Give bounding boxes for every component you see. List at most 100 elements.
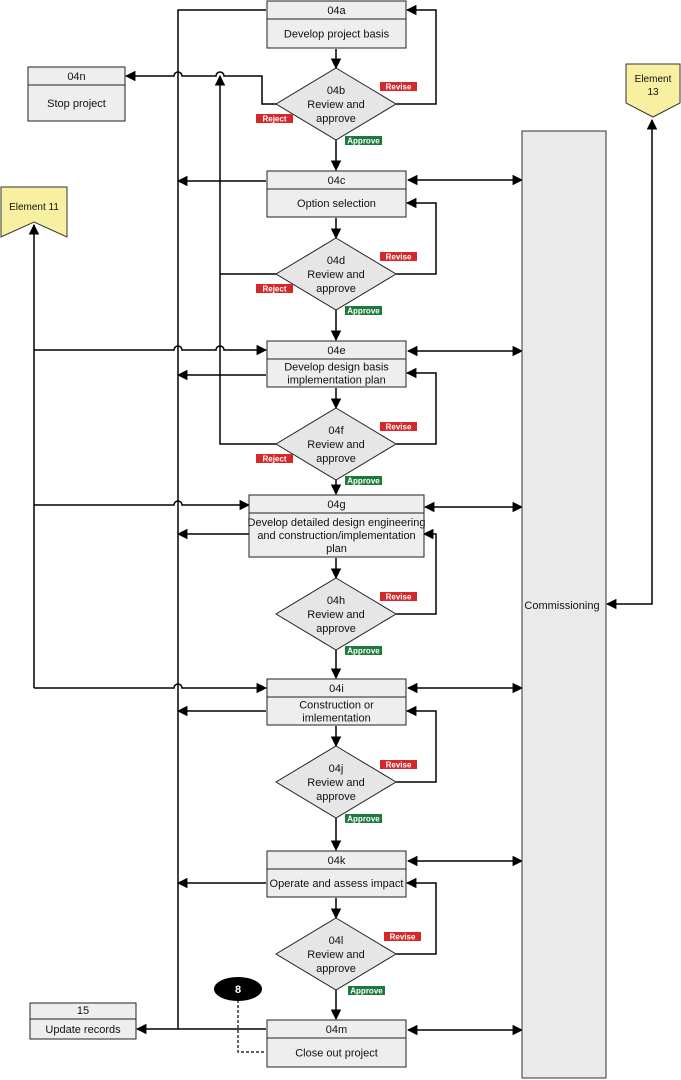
box-code-04a: 04a	[327, 5, 346, 17]
box-code-04e: 04e	[327, 345, 345, 357]
decision-code-04d: 04d	[327, 255, 345, 267]
reject-tag: Reject	[256, 454, 293, 464]
revise-tag-label: Revise	[386, 423, 412, 432]
approve-tag: Approve	[345, 306, 382, 316]
reject-tag: Reject	[256, 114, 293, 124]
box-label-04g-1: Develop detailed design engineering	[248, 517, 426, 529]
edge-left-trunk	[135, 9, 266, 1035]
box-label-04n-1: Stop project	[47, 98, 106, 110]
revise-tag-label: Revise	[386, 83, 412, 92]
box-label-04a-1: Develop project basis	[284, 29, 390, 41]
approve-tag: Approve	[345, 646, 382, 656]
decision-code-04h: 04h	[327, 595, 345, 607]
box-label-04m-1: Close out project	[295, 1048, 378, 1060]
decision-label-04l-1: Review and	[307, 949, 364, 961]
edge-connector-8	[237, 1000, 266, 1053]
box-code-04i: 04i	[329, 683, 344, 695]
decision-label-04d-1: Review and	[307, 269, 364, 281]
box-code-04g: 04g	[327, 499, 345, 511]
connector-8-label: 8	[235, 984, 241, 996]
approve-tag-label: Approve	[347, 137, 380, 146]
revise-tag: Revise	[384, 932, 421, 942]
box-label-04k-1: Operate and assess impact	[270, 878, 404, 890]
revise-tag-label: Revise	[386, 253, 412, 262]
edge-element11-04i	[34, 682, 268, 694]
element-13-label-line1: Element	[635, 74, 672, 85]
reject-tag-label: Reject	[262, 115, 286, 124]
revise-tag-label: Revise	[386, 593, 412, 602]
decision-label-04f-2: approve	[316, 453, 356, 465]
decision-label-04b-2: approve	[316, 113, 356, 125]
edge-element11-04g	[34, 499, 251, 511]
box-label-04g-3: plan	[326, 543, 347, 555]
element-11-label: Element 11	[9, 202, 59, 213]
edge-reject-04b	[124, 70, 277, 105]
box-code-15: 15	[77, 1005, 89, 1017]
box-code-04m: 04m	[326, 1024, 347, 1036]
decision-label-04h-1: Review and	[307, 609, 364, 621]
box-label-04c-1: Option selection	[297, 198, 376, 210]
decision-tags: ReviseRejectApproveReviseRejectApproveRe…	[256, 82, 421, 996]
reject-tag-label: Reject	[262, 285, 286, 294]
box-label-04e-2: implementation plan	[287, 375, 385, 387]
approve-tag: Approve	[345, 476, 382, 486]
edge-revise-04h	[396, 528, 437, 615]
edge-reject-04f	[214, 74, 277, 445]
revise-tag-label: Revise	[390, 933, 416, 942]
box-code-04n: 04n	[67, 71, 85, 83]
edge-element11-04e	[34, 344, 268, 356]
edge-commissioning-element13	[605, 118, 658, 610]
revise-tag: Revise	[380, 82, 417, 92]
revise-tag: Revise	[380, 422, 417, 432]
approve-tag-label: Approve	[347, 477, 380, 486]
decision-label-04h-2: approve	[316, 623, 356, 635]
commissioning-block: Commissioning	[521, 130, 607, 1079]
decision-label-04j-1: Review and	[307, 777, 364, 789]
approve-tag-label: Approve	[347, 815, 380, 824]
box-label-04i-2: imlementation	[302, 713, 370, 725]
edge-revise-04j	[396, 705, 437, 783]
revise-tag-label: Revise	[386, 761, 412, 770]
edge-revise-04b	[396, 4, 437, 105]
revise-tag: Revise	[380, 760, 417, 770]
reject-tag-label: Reject	[262, 455, 286, 464]
box-code-04c: 04c	[328, 175, 346, 187]
edge-revise-04d	[396, 197, 437, 275]
edge-revise-04l	[396, 877, 437, 955]
box-label-04e-1: Develop design basis	[284, 362, 389, 374]
decision-label-04b-1: Review and	[307, 99, 364, 111]
approve-tag: Approve	[345, 814, 382, 824]
box-label-04i-1: Construction or	[299, 700, 374, 712]
decision-label-04d-2: approve	[316, 283, 356, 295]
decision-code-04l: 04l	[329, 935, 344, 947]
approve-tag: Approve	[345, 136, 382, 146]
decision-code-04j: 04j	[329, 763, 344, 775]
element-11-flag: Element 11	[0, 186, 68, 238]
approve-tag-label: Approve	[347, 647, 380, 656]
revise-tag: Revise	[380, 252, 417, 262]
decision-label-04l-2: approve	[316, 963, 356, 975]
reject-tag: Reject	[256, 284, 293, 294]
approve-tag: Approve	[348, 986, 385, 996]
element-13-flag: Element 13	[625, 63, 681, 118]
revise-tag: Revise	[380, 592, 417, 602]
box-label-04g-2: and construction/implementation	[257, 530, 415, 542]
